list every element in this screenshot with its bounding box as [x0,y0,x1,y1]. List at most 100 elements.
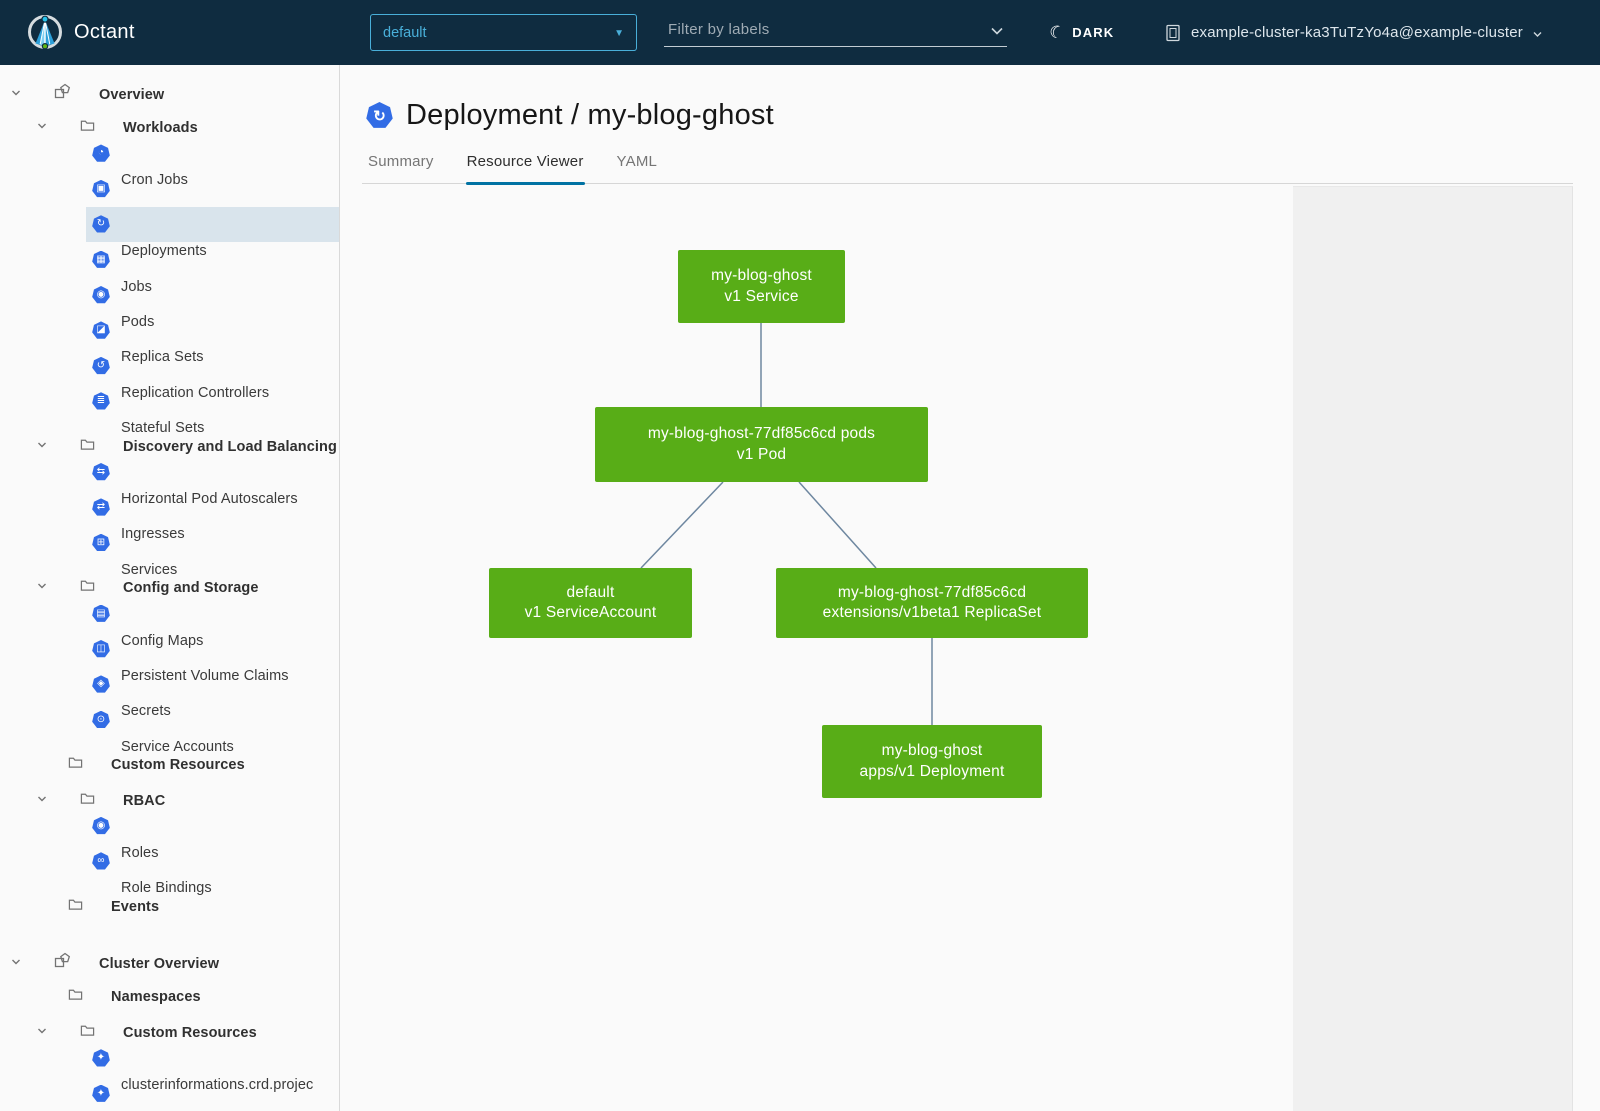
folder-icon [80,579,95,596]
sidebar-item-pods[interactable]: ◉Pods [0,277,339,330]
persistent-volume-claims-icon: ◫ [92,639,110,658]
sidebar-item-cluster-overview[interactable]: Cluster Overview [0,934,339,973]
sidebar-item-services[interactable]: ⊞Services [0,525,339,578]
namespace-select[interactable]: default ▼ [370,14,637,51]
sidebar-item-label: RBAC [123,792,166,809]
sidebar-item-label: Custom Resources [123,1024,257,1041]
sidebar-item-rbac[interactable]: RBAC [0,773,339,809]
ingresses-icon: ⇄ [92,498,110,516]
node-kind: extensions/v1beta1 ReplicaSet [822,604,1042,621]
sidebar-item-replica-sets[interactable]: ◪ Replica Sets [0,313,339,365]
chevron-down-icon [10,955,22,972]
tab-summary[interactable]: Summary [368,153,434,170]
chevron-down-icon [36,1024,48,1041]
graph-node-replicaset[interactable]: my-blog-ghost-77df85c6cd extensions/v1bet… [776,568,1088,638]
folder-icon [80,1024,95,1041]
sidebar-item-config-maps[interactable]: ▤ Config Maps [0,596,339,649]
stateful-sets-icon: ≣ [92,392,110,410]
sidebar-item-custom-resources[interactable]: Custom Resources [0,737,339,773]
applications-icon [54,83,71,103]
sidebar-item-persistent-volume-claims[interactable]: ◫ Persistent Volume Claims [0,631,339,684]
node-name: default [566,583,615,601]
sidebar-item-label: Persistent Volume Claims [121,667,289,684]
sidebar-item-label: Pods [121,314,155,331]
sidebar-item-discovery-and-load-balancing[interactable]: Discovery and Load Balancing [0,419,339,455]
sidebar-item-label: Discovery and Load Balancing [123,438,337,455]
theme-toggle[interactable]: ☾ DARK [1047,0,1115,65]
node-name: my-blog-ghost [711,267,812,285]
theme-toggle-label: DARK [1072,25,1115,40]
label-filter-input[interactable]: Filter by labels [664,14,1007,47]
sidebar-item-label: Config and Storage [123,580,259,597]
folder-icon [80,119,95,136]
sidebar-item-label: Ingresses [121,526,185,543]
sidebar-item-clusterinformations-crd-projec[interactable]: ✦ clusterinformations.crd.projec [0,1041,339,1093]
sidebar-item-namespaces[interactable]: Namespaces [0,970,339,1005]
chevron-down-icon [36,792,48,809]
side-panel [1293,186,1573,1111]
deployments-icon: ↻ [92,215,110,233]
sidebar-item-role-bindings[interactable]: ∞Role Bindings [0,844,339,896]
sidebar-item-secrets[interactable]: ◈Secrets [0,667,339,719]
chevron-down-icon [36,119,48,136]
config-maps-icon: ▤ [92,604,110,622]
sidebar-item-stateful-sets[interactable]: ≣Stateful Sets [0,384,339,436]
daemon-sets-icon: ▣ [92,179,110,198]
role-bindings-icon: ∞ [92,852,110,870]
node-name: my-blog-ghost-77df85c6cd [837,583,1027,601]
chevron-down-icon [10,86,22,103]
sidebar-item-label: Cron Jobs [121,172,188,189]
sidebar-item-custom-resources[interactable]: Custom Resources [0,1005,339,1041]
sidebar-item-jobs[interactable]: ▦Jobs [0,242,339,295]
tab-yaml[interactable]: YAML [616,153,658,170]
sidebar-item-label: Namespaces [111,989,201,1006]
sidebar-item-service-accounts[interactable]: ⊙Service Accounts [0,702,339,755]
sidebar-item-ingresses[interactable]: ⇄ Ingresses [0,490,339,542]
context-label: example-cluster-ka3TuTzYo4a@example-clus… [1190,24,1523,41]
context-switcher[interactable]: example-cluster-ka3TuTzYo4a@example-clus… [1165,0,1543,65]
node-kind: apps/v1 Deployment [859,762,1005,780]
sidebar-item-label: Config Maps [121,632,204,649]
moon-icon: ☾ [1047,20,1067,44]
sidebar-item-label: Replica Sets [121,349,204,366]
sidebar-item-roles[interactable]: ◉Roles [0,808,339,861]
sidebar-item-deployments[interactable]: ↻ Deployments [0,206,339,259]
tab-resource-viewer[interactable]: Resource Viewer [465,153,585,185]
sidebar-item-label: clusterinformations.crd.projec [121,1077,314,1094]
chevron-down-icon [36,579,48,596]
graph-edge [798,481,877,569]
sidebar-item-horizontal-pod-autoscalers[interactable]: ⇆Horizontal Pod Autoscalers [0,454,339,507]
roles-icon: ◉ [92,816,110,835]
sidebar-item-label: Secrets [121,703,171,720]
sidebar-item-label: Cluster Overview [99,956,220,973]
sidebar-item-label: Jobs [121,278,153,295]
graph-node-deployment[interactable]: my-blog-ghost apps/v1 Deployment [822,725,1042,798]
clusterinformations-crd-projec-icon: ✦ [92,1049,110,1067]
sidebar-item-label: Events [111,898,160,915]
folder-icon [68,898,83,915]
sidebar-item-events[interactable]: Events [0,879,339,915]
replica-sets-icon: ◪ [92,321,110,339]
sidebar-item-label: Replication Controllers [121,384,270,401]
sidebar-item-label: Service Accounts [121,738,234,755]
node-name: my-blog-ghost [881,742,983,760]
deployment-icon: ↻ [366,102,393,128]
services-icon: ⊞ [92,533,110,552]
octant-logo [28,15,62,50]
sidebar-item-config-and-storage[interactable]: Config and Storage [0,560,339,597]
sidebar-item-replication-controllers[interactable]: ↺Replication Controllers [0,348,339,401]
sidebar-item-daemon-sets[interactable]: ▣Daemon Sets [0,171,339,224]
sidebar-item-label: Deployments [121,243,207,260]
sidebar-item-csidrivers-csi-storage-k8s-io[interactable]: ✦csidrivers.csi.storage.k8s.io [0,1076,339,1111]
sidebar-item-overview[interactable]: Overview [0,65,339,103]
tab-divider [362,183,1573,184]
app-title: Octant [74,21,135,43]
sidebar-item-workloads[interactable]: Workloads [0,100,339,136]
sidebar-item-cron-jobs[interactable]: ◔Cron Jobs [0,136,339,188]
page-header: ↻ Deployment / my-blog-ghost [366,99,774,132]
